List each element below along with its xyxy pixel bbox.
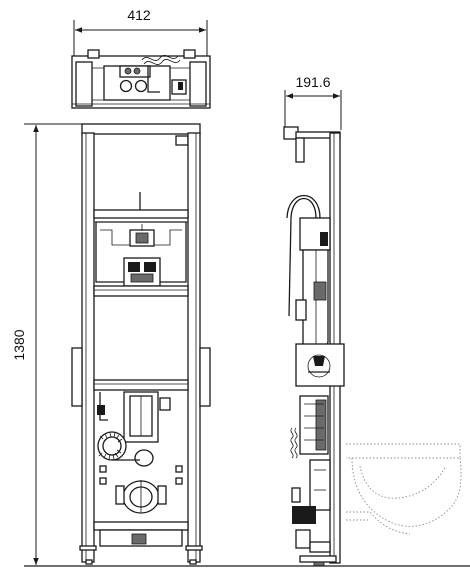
height-dimension: 1380 bbox=[11, 123, 82, 567]
top-view: 412 bbox=[71, 7, 211, 109]
width-dimension-label: 412 bbox=[127, 7, 151, 23]
width-dimension: 412 bbox=[73, 7, 208, 58]
front-view: 1380 bbox=[11, 123, 211, 567]
top-view-frame bbox=[71, 49, 211, 109]
depth-dimension: 191.6 bbox=[284, 74, 342, 130]
wc-bowl-outline bbox=[346, 443, 462, 535]
front-frame bbox=[71, 123, 211, 565]
side-view: 191.6 bbox=[283, 74, 462, 567]
height-dimension-label: 1380 bbox=[11, 329, 27, 360]
side-frame bbox=[283, 126, 345, 567]
depth-dimension-label: 191.6 bbox=[295, 74, 330, 90]
